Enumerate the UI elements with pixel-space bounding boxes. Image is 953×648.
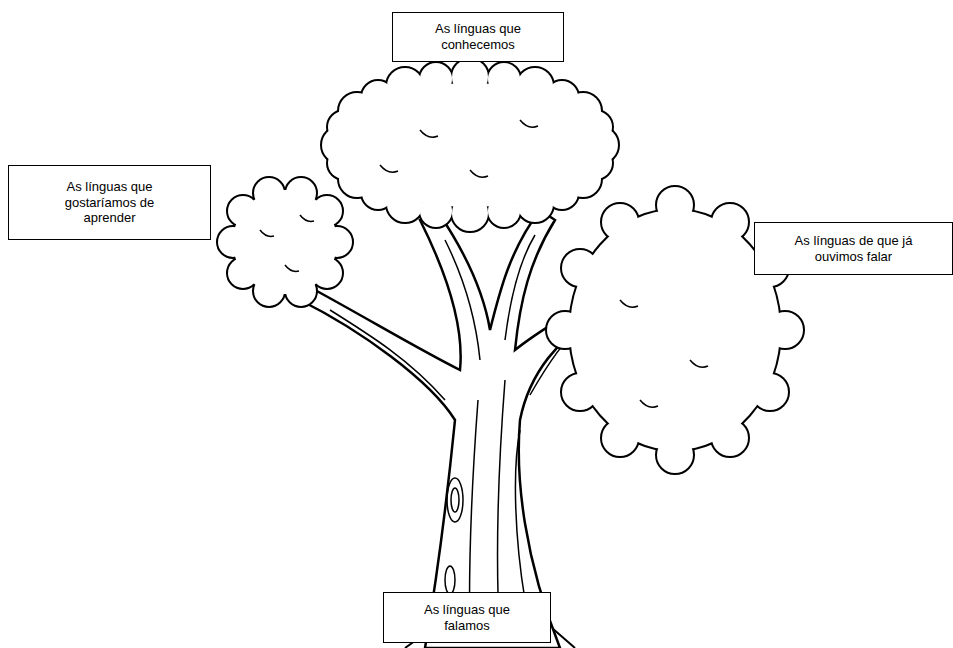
- leaf-line: [285, 265, 299, 271]
- label-text: As línguas que gostaríamos de aprender: [55, 179, 165, 227]
- label-text: As línguas de que já ouvimos falar: [784, 233, 924, 265]
- leaf-lines: [380, 120, 538, 177]
- leaf-line: [520, 120, 538, 127]
- bark-knot: [447, 478, 463, 522]
- tree-trunk: [300, 210, 595, 648]
- leaf-line: [260, 230, 274, 236]
- bark-line: [515, 430, 525, 600]
- leaf-lines: [260, 215, 314, 271]
- leaf-line: [620, 300, 638, 307]
- tree-crown-outline: [322, 59, 618, 231]
- leaf-line: [640, 400, 658, 407]
- bark-lines: [330, 235, 585, 640]
- bark-knot: [451, 488, 459, 512]
- label-box: As línguas que falamos: [383, 592, 551, 643]
- bark-line: [330, 310, 445, 400]
- label-box: As línguas que conhecemos: [392, 12, 564, 62]
- label-text: As línguas que falamos: [412, 602, 522, 634]
- leaf-lines: [620, 300, 708, 407]
- leaf-line: [420, 130, 438, 137]
- tree-crown: [322, 59, 618, 231]
- label-box: As línguas de que já ouvimos falar: [754, 222, 953, 275]
- tree-crown: [218, 178, 352, 306]
- label-box: As línguas que gostaríamos de aprender: [8, 165, 211, 240]
- leaf-line: [300, 215, 314, 221]
- label-text: As línguas que conhecemos: [418, 21, 538, 53]
- bark-knot: [445, 566, 455, 594]
- leaf-line: [470, 170, 488, 177]
- bark-line: [445, 240, 480, 360]
- leaf-line: [380, 165, 398, 172]
- leaf-line: [690, 360, 708, 367]
- tree-crown-outline: [218, 178, 352, 306]
- bark-line: [505, 235, 535, 340]
